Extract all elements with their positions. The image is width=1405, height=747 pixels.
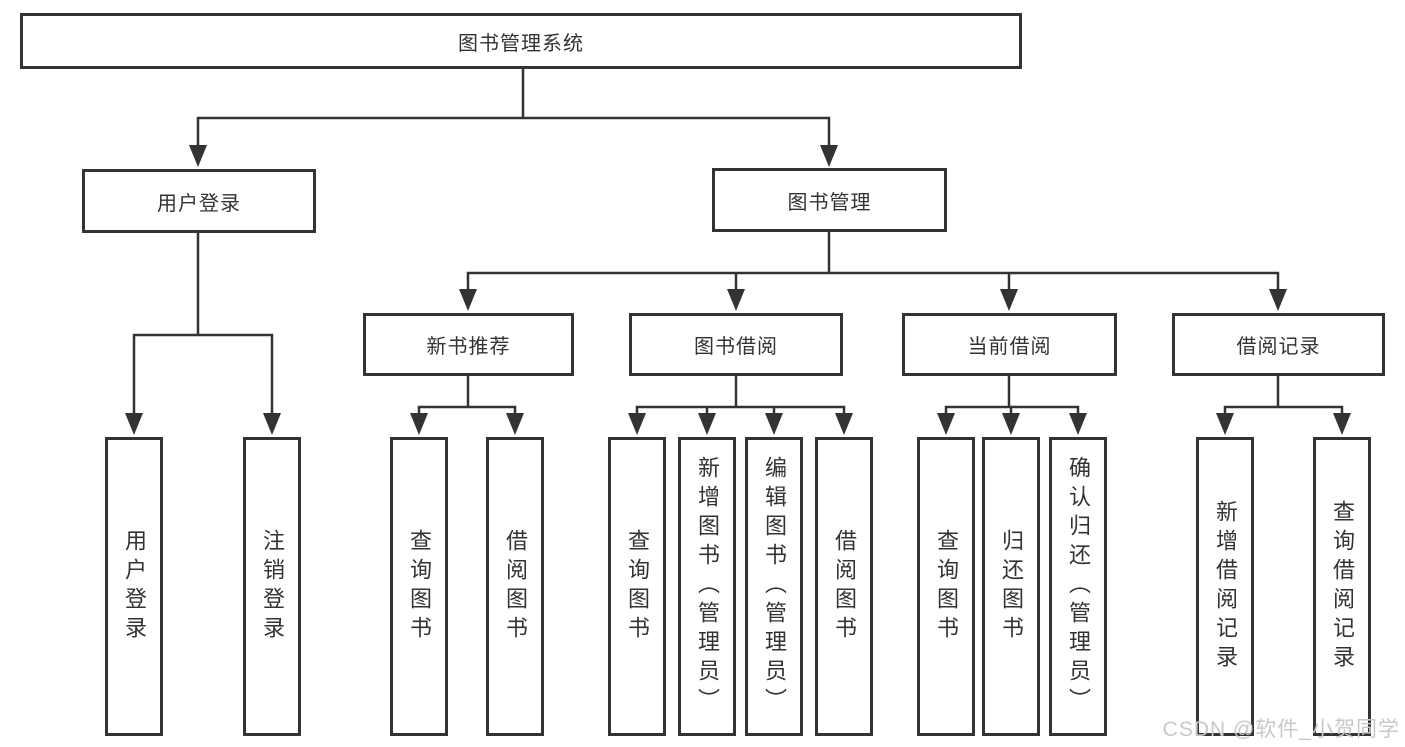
node-new-book-recommend: 新书推荐 (363, 313, 574, 376)
leaf-return-book: 归还图书 (982, 437, 1040, 736)
leaf-add-book-admin: 新增图书（管理员） (678, 437, 736, 736)
node-current-borrowing: 当前借阅 (902, 313, 1117, 376)
leaf-query-books-2: 查询图书 (608, 437, 666, 736)
csdn-watermark: CSDN @软件_小贺同学 (1162, 718, 1400, 741)
leaf-edit-book-admin: 编辑图书（管理员） (745, 437, 803, 736)
node-borrowing-records: 借阅记录 (1172, 313, 1385, 376)
leaf-borrow-books-2: 借阅图书 (815, 437, 873, 736)
leaf-borrow-books-1: 借阅图书 (486, 437, 544, 736)
leaf-logout: 注销登录 (243, 437, 301, 736)
node-book-borrowing: 图书借阅 (629, 313, 843, 376)
leaf-query-borrow-record: 查询借阅记录 (1313, 437, 1371, 736)
leaf-user-login: 用户登录 (105, 437, 163, 736)
node-book-management: 图书管理 (712, 168, 947, 232)
leaf-confirm-return-admin: 确认归还（管理员） (1049, 437, 1107, 736)
leaf-query-books-3: 查询图书 (917, 437, 975, 736)
leaf-query-books-1: 查询图书 (390, 437, 448, 736)
node-user-login: 用户登录 (82, 169, 316, 233)
leaf-add-borrow-record: 新增借阅记录 (1196, 437, 1254, 736)
node-root-system: 图书管理系统 (20, 13, 1022, 69)
arrowheads (125, 145, 1351, 435)
